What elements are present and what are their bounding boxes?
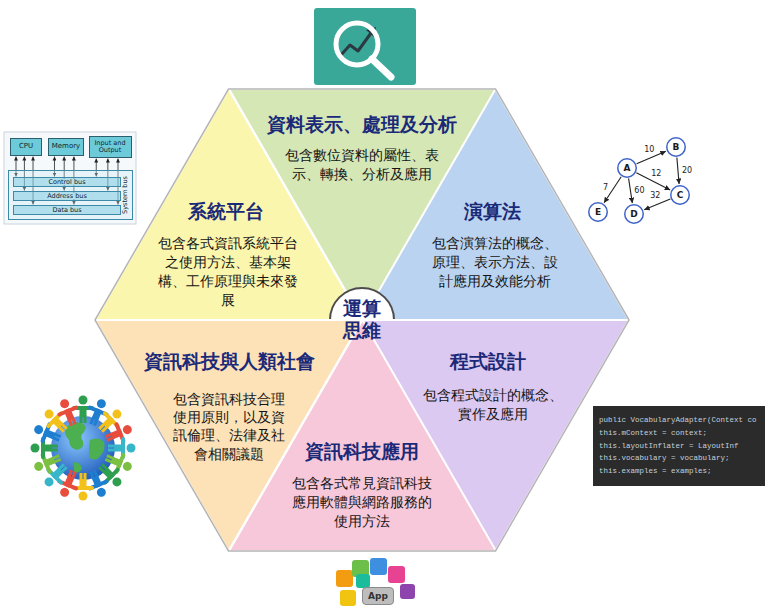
circle-outline	[671, 186, 690, 205]
section-body: 包含演算法的概念、原理、表示方法、設計應用及效能分析	[429, 234, 561, 291]
edge-weight: 7	[602, 184, 609, 192]
device-label: CPU	[19, 143, 33, 151]
section-heading: 資訊科技應用	[287, 440, 437, 464]
code-line: this.layoutInflater = LayoutInf	[599, 440, 739, 453]
bus-device-box: Input and Output	[89, 136, 132, 158]
analytics-icon	[314, 8, 416, 85]
circle-outline	[589, 203, 608, 222]
edge-weight: 10	[643, 146, 655, 154]
code-line: this.examples = examples;	[599, 465, 712, 478]
section-body: 包含數位資料的屬性、表示、轉換、分析及應用	[283, 146, 441, 184]
section-body: 包含各式常見資訊科技應用軟體與網路服務的使用方法	[289, 474, 435, 531]
app-key: App	[362, 587, 394, 605]
triangle-fill	[229, 320, 496, 551]
edge-weight: 60	[633, 187, 645, 195]
app-label: App	[368, 592, 388, 601]
vertex-label: E	[595, 208, 601, 217]
hexagon-border	[95, 89, 629, 551]
graph-vertex: B	[666, 137, 686, 157]
device-label: Input and Output	[92, 140, 129, 154]
graph-vertex: E	[588, 202, 608, 222]
app-icon-tiles	[336, 558, 415, 606]
section-body: 包含程式設計的概念、實作及應用	[420, 386, 566, 424]
bus-label: System bus	[122, 176, 129, 214]
section-body: 包含各式資訊系統平台之使用方法、基本架構、工作原理與未來發展	[155, 234, 301, 310]
circle-outline	[618, 159, 637, 178]
triangle-fill	[362, 89, 629, 320]
graph-edge	[644, 199, 670, 210]
section-heading: 資訊科技與人類社會	[129, 350, 329, 374]
code-panel: public VocabularyAdapter(Context cothis.…	[593, 406, 765, 486]
bus-band: Control bus	[13, 177, 121, 187]
center-title: 運算思維	[342, 298, 382, 342]
vertex-label: B	[673, 143, 680, 152]
edge-weight: 20	[681, 167, 693, 175]
graph-edge	[629, 178, 633, 203]
globe-picture	[30, 395, 135, 500]
bus-device-box: Memory	[48, 138, 84, 156]
circle-outline	[667, 138, 686, 157]
section-heading: 程式設計	[413, 350, 563, 374]
bus-label: Data bus	[50, 207, 83, 214]
circle-outline	[625, 205, 644, 224]
code-line: this.mContext = context;	[599, 427, 707, 440]
graph-vertex: D	[624, 204, 644, 224]
graph-vertex: C	[670, 185, 690, 205]
section-heading: 系統平台	[166, 200, 286, 224]
section-body: 包含資訊科技合理使用原則，以及資訊倫理、法律及社會相關議題	[171, 390, 287, 463]
graph-edge	[677, 157, 679, 184]
system-bus-frame: System bus Control busAddress busData bus	[8, 170, 133, 220]
code-line: this.vocabulary = vocabulary;	[599, 452, 730, 465]
section-heading: 演算法	[432, 200, 552, 224]
vertex-label: D	[630, 210, 637, 219]
bus-band: Data bus	[13, 205, 121, 215]
code-line: public VocabularyAdapter(Context co	[599, 414, 757, 427]
bus-band: Address bus	[13, 191, 121, 201]
bus-label: Control bus	[46, 179, 87, 186]
vertex-label: A	[624, 164, 631, 173]
section-heading: 資料表示、處理及分析	[255, 113, 470, 137]
bus-label: Address bus	[45, 193, 89, 200]
edge-weight: 12	[650, 170, 662, 178]
vertex-label: C	[677, 191, 684, 200]
bus-device-box: CPU	[10, 138, 42, 156]
triangle-fill	[95, 89, 362, 320]
system-bus-picture	[4, 132, 136, 224]
graph-vertex: A	[617, 158, 637, 178]
device-label: Memory	[52, 143, 80, 151]
edge-weight: 32	[649, 192, 661, 200]
